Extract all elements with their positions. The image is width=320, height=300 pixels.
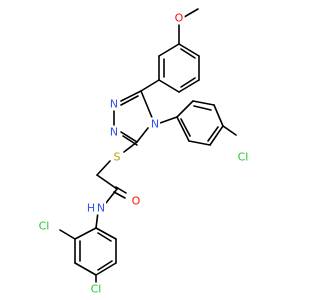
bond-co-nh — [105, 188, 118, 204]
bond-ring2-inner — [193, 105, 212, 111]
atom-label-background — [149, 117, 161, 131]
bond-ring2 — [176, 116, 190, 142]
bond-ring2-inner — [207, 126, 219, 142]
bond-aryl-cl — [222, 125, 237, 136]
ortho-chlorine-label: Cl — [39, 220, 50, 233]
bond-ring-cl-ortho — [59, 229, 76, 240]
bond-n4-c5 — [140, 90, 154, 121]
molecule-drawing: O N N N S O N H Cl Cl Cl — [37, 8, 250, 296]
bond-ring3 — [74, 262, 97, 276]
atom-label-background — [236, 150, 250, 164]
bond-ring3 — [95, 262, 117, 276]
atom-label-background — [95, 201, 107, 215]
bond-ring2 — [192, 100, 215, 106]
bond-ring3 — [95, 227, 117, 240]
bond-n2-c3 — [120, 131, 138, 143]
bond-ring3 — [74, 227, 97, 240]
structure-canvas: O N N N S O N H Cl Cl Cl — [37, 8, 250, 296]
bond-ring1 — [178, 79, 200, 93]
atom-label-background — [89, 282, 103, 296]
bond-ch2-co — [96, 174, 118, 190]
bond-c5-n1-double — [120, 95, 139, 106]
bond-n4-aryl — [159, 116, 178, 124]
bond-c3-s — [123, 141, 138, 153]
bond-ring3-inner — [97, 232, 112, 242]
bond-s-ch2 — [96, 160, 111, 176]
bond-ring1 — [158, 43, 180, 57]
bond-c-o-double — [113, 191, 126, 199]
atom-label-background — [108, 125, 120, 139]
bond-aryl-triazole — [140, 79, 160, 92]
bond-ring2 — [209, 125, 224, 146]
bond-ring2 — [213, 104, 224, 127]
carbonyl-oxygen-label: O — [132, 195, 141, 208]
bond-ring2-inner — [180, 118, 191, 137]
bond-ring3-inner — [97, 260, 113, 271]
bond-c5-n1 — [120, 90, 142, 102]
bond-ring1 — [158, 79, 180, 93]
atom-label-background — [85, 201, 97, 215]
bond-ring1-inner — [180, 48, 196, 59]
bond-ring1-inner — [180, 77, 196, 88]
para-chlorine-label: Cl — [91, 283, 102, 296]
atom-label-background — [130, 194, 142, 208]
bond-ring1 — [178, 43, 200, 57]
triazole-n1-label: N — [110, 98, 118, 111]
bond-nh-aryl — [95, 211, 99, 229]
bond-c3-n4 — [136, 127, 149, 143]
atom-label-background — [37, 219, 51, 233]
chlorophenyl-chlorine-label: Cl — [238, 151, 249, 164]
bond-ring2 — [188, 140, 211, 146]
bond-c-o — [115, 186, 127, 194]
bond-ring2 — [176, 100, 194, 118]
amide-nitrogen-label: N — [97, 202, 105, 215]
atom-label-layer: O N N N S O N H Cl Cl Cl — [37, 11, 250, 296]
atom-label-background — [173, 11, 185, 25]
triazole-n4-label: N — [151, 118, 159, 131]
sulfur-label: S — [114, 151, 121, 164]
bond-layer — [59, 8, 237, 287]
atom-label-background — [108, 97, 120, 111]
amide-hydrogen-label: H — [87, 202, 95, 215]
atom-label-background — [112, 150, 122, 164]
methoxy-oxygen-label: O — [175, 12, 184, 25]
triazole-n2-label: N — [110, 126, 118, 139]
